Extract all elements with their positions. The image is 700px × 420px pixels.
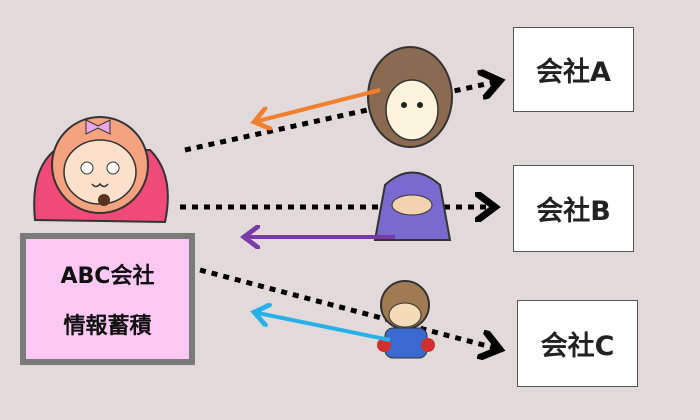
monkey-character [377,280,435,359]
blue-return-arrow [258,313,391,342]
abc-company-info-box: ABC会社 情報蓄積 [20,233,195,365]
company-c-box: 会社C [517,300,638,387]
hedgehog-character [367,46,453,148]
dotted-arrow-to-company-c [199,267,495,348]
orange-return-arrow [258,88,381,121]
abc-box-line1: ABC会社 [60,264,155,289]
girl-monkey-character [33,116,169,224]
ninja-pig-character [373,171,452,241]
company-a-box: 会社A [513,27,634,112]
company-b-box: 会社B [513,165,634,252]
abc-box-line2: 情報蓄積 [63,314,152,339]
